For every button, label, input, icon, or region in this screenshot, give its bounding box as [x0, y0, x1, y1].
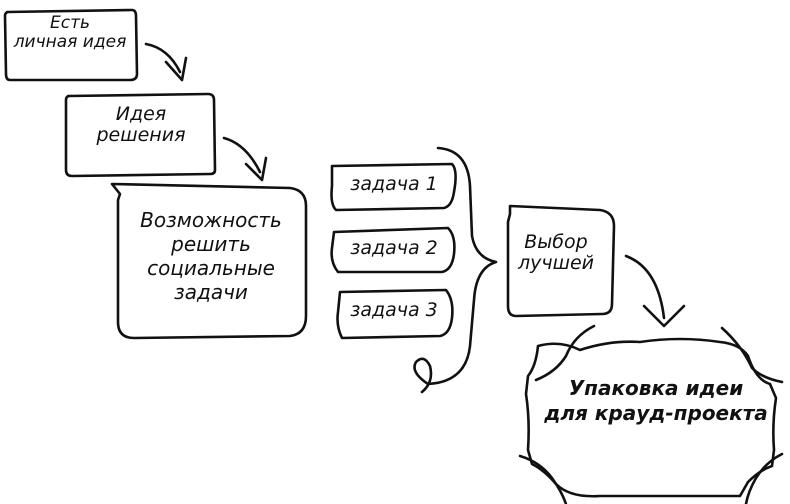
label-line: Упаковка идеи: [568, 376, 744, 400]
box-personal-idea: [3, 8, 139, 82]
label-line: для крауд-проекта: [544, 401, 768, 425]
frame-corner-bottom-right: [744, 452, 784, 504]
curly-brace: [426, 146, 498, 386]
label-line: решения: [96, 124, 186, 147]
arrow-2: [222, 136, 262, 174]
frame-corner-bottom-left: [518, 454, 568, 504]
label-choose-best: Выбор лучшей: [506, 231, 606, 275]
frame-corner-top-left: [534, 324, 596, 382]
box-task-1: [330, 162, 457, 212]
brace-loop: [413, 357, 433, 394]
label-task-3: задача 3: [350, 299, 438, 321]
label-packaging: Упаковка идеи для крауд-проекта: [540, 376, 772, 426]
box-task-3: [336, 288, 454, 340]
label-opportunity: Возможность решить социальные задачи: [118, 208, 304, 304]
label-line: социальные: [147, 256, 275, 280]
arrow-3-head: [642, 304, 686, 328]
label-line: решить: [171, 232, 251, 256]
box-opportunity: [110, 182, 308, 340]
label-task-2: задача 2: [350, 237, 438, 259]
label-line: задачи: [174, 280, 248, 304]
label-solution-idea: Идея решения: [66, 103, 216, 147]
label-task-1: задача 1: [350, 173, 438, 195]
frame-corner-top-right: [720, 326, 784, 384]
label-line: Идея: [115, 103, 167, 125]
label-line: Возможность: [140, 208, 282, 232]
box-solution-idea: [64, 92, 217, 178]
label-line: Есть: [49, 13, 90, 33]
arrow-1-head: [164, 56, 188, 82]
box-packaging: [524, 337, 778, 498]
label-line: Выбор: [524, 231, 588, 253]
label-line: лучшей: [517, 252, 595, 275]
box-task-2: [330, 226, 456, 274]
label-line: личная идея: [13, 32, 127, 53]
label-personal-idea: Есть личная идея: [6, 13, 134, 53]
arrow-1: [144, 42, 182, 74]
arrow-3: [624, 254, 666, 320]
box-choose-best: [506, 204, 616, 318]
arrow-2-head: [244, 156, 268, 182]
